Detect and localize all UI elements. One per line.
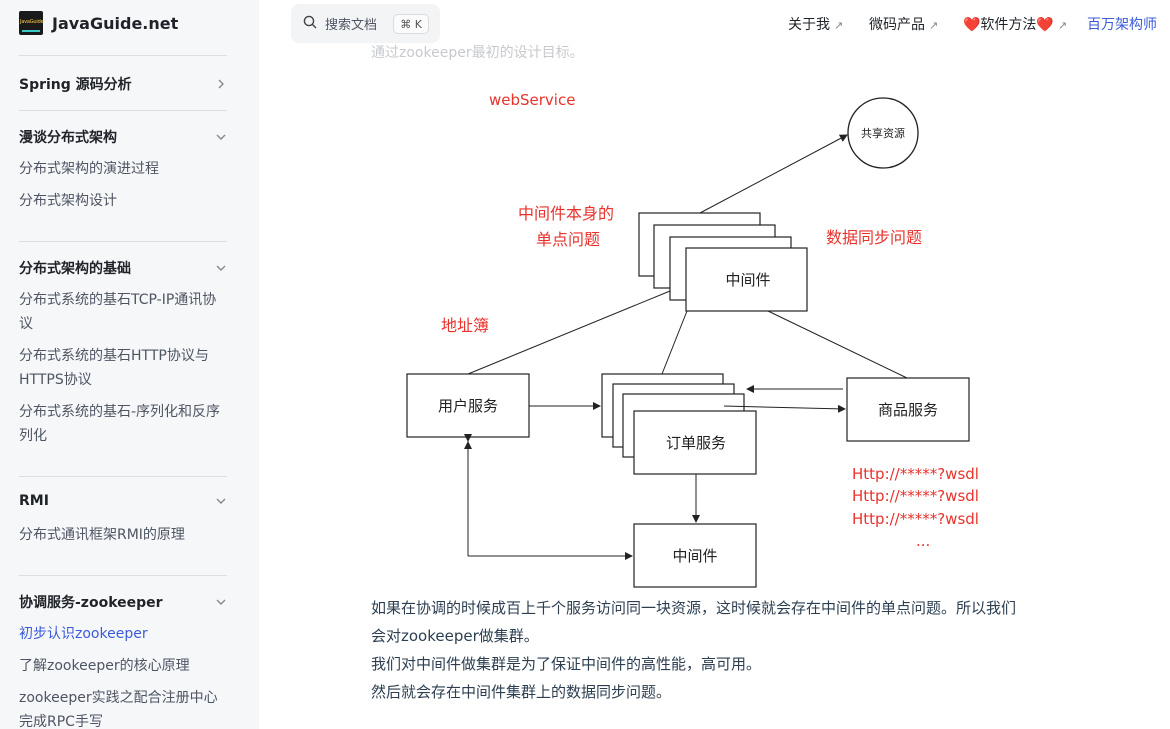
label-wsdl-1: Http://*****?wsdl [852,465,979,483]
chevron-down-icon [215,495,227,507]
chevron-down-icon [215,262,227,274]
external-link-icon: ↗ [929,19,939,32]
shared-resource-node [847,97,919,169]
label-product-service: 商品服务 [878,401,938,419]
sidebar-item-tcp[interactable]: 分布式系统的基石TCP-IP通讯协 议 [19,292,217,332]
sidebar-section-basics[interactable]: 分布式架构的基础 [19,258,227,278]
sidebar-section-spring[interactable]: Spring 源码分析 [19,74,227,94]
chevron-down-icon [215,131,227,143]
sidebar-divider [19,575,227,576]
sidebar-section-distributed[interactable]: 漫谈分布式架构 [19,127,227,147]
sidebar-item-evolution[interactable]: 分布式架构的演进过程 [19,161,159,177]
zookeeper-architecture-diagram: webService 中间件本身的 单点问题 数据同步问题 地址簿 共享资源 中… [406,91,979,588]
order-service-node [633,410,757,475]
brand-name: JavaGuide.net [52,13,179,33]
bottom-middleware-node [633,523,757,588]
external-link-icon: ↗ [834,19,844,32]
search-icon [303,14,317,33]
paragraph-line-3: 我们对中间件做集群是为了保证中间件的高性能，高可用。 [371,655,762,673]
sidebar-item-rmi[interactable]: 分布式通讯框架RMI的原理 [19,527,185,543]
sidebar-divider [19,476,227,477]
faded-text-line: 通过zookeeper最初的设计目标。 [371,45,584,61]
sidebar: JavaGuide JavaGuide.net Spring 源码分析 漫谈分布… [0,0,259,729]
nav-link-architect[interactable]: 百万架构师 [1087,17,1157,33]
paragraph-line-2: 会对zookeeper做集群。 [371,627,539,645]
middleware-cluster-node [685,247,808,312]
search-shortcut: ⌘ K [393,14,429,34]
product-service-node [846,377,970,442]
label-order-service: 订单服务 [666,434,726,452]
search-placeholder: 搜索文档 [325,18,378,33]
sidebar-item-zk-rpc[interactable]: zookeeper实践之配合注册中心 完成RPC手写 [19,690,218,729]
label-user-service: 用户服务 [438,397,498,415]
label-webservice: webService [489,91,575,109]
label-address-book: 地址簿 [441,316,489,335]
label-wsdl-2: Http://*****?wsdl [852,487,979,505]
sidebar-section-zookeeper[interactable]: 协调服务-zookeeper [19,592,227,612]
javaguide-logo-icon: JavaGuide [19,11,44,35]
sidebar-item-serialization[interactable]: 分布式系统的基石-序列化和反序 列化 [19,404,221,444]
sidebar-item-zk-core[interactable]: 了解zookeeper的核心原理 [19,658,190,674]
search-box[interactable]: 搜索文档 ⌘ K [291,4,440,43]
paragraph-line-4: 然后就会存在中间件集群上的数据同步问题。 [371,683,672,701]
paragraph-line-1: 如果在协调的时候成百上千个服务访问同一块资源，这时候就会存在中间件的单点问题。所… [371,599,1017,617]
sidebar-divider [19,110,227,111]
nav-link-products[interactable]: 微码产品↗ [869,17,939,33]
label-data-sync: 数据同步问题 [826,228,922,247]
label-wsdl-ellipsis: ... [916,532,930,550]
sidebar-item-zk-intro[interactable]: 初步认识zookeeper [19,626,148,642]
brand[interactable]: JavaGuide JavaGuide.net [19,11,178,35]
chevron-right-icon [215,78,227,90]
label-mw-single-point-1: 中间件本身的 [518,204,614,223]
sidebar-item-arch-design[interactable]: 分布式架构设计 [19,193,117,209]
external-link-icon: ↗ [1057,19,1068,32]
sidebar-item-http[interactable]: 分布式系统的基石HTTP协议与 HTTPS协议 [19,348,209,388]
chevron-down-icon [215,596,227,608]
label-mw-single-point-2: 单点问题 [536,230,600,249]
sidebar-divider [19,55,227,56]
label-bottom-middleware: 中间件 [672,547,717,565]
nav-link-software-method[interactable]: ❤️软件方法❤️↗ [963,17,1068,33]
label-middleware: 中间件 [725,271,770,289]
sidebar-divider [19,241,227,242]
sidebar-section-rmi[interactable]: RMI [19,493,227,509]
label-wsdl-3: Http://*****?wsdl [852,510,979,528]
nav-link-about[interactable]: 关于我↗ [788,17,844,33]
label-shared-resource: 共享资源 [861,126,905,140]
